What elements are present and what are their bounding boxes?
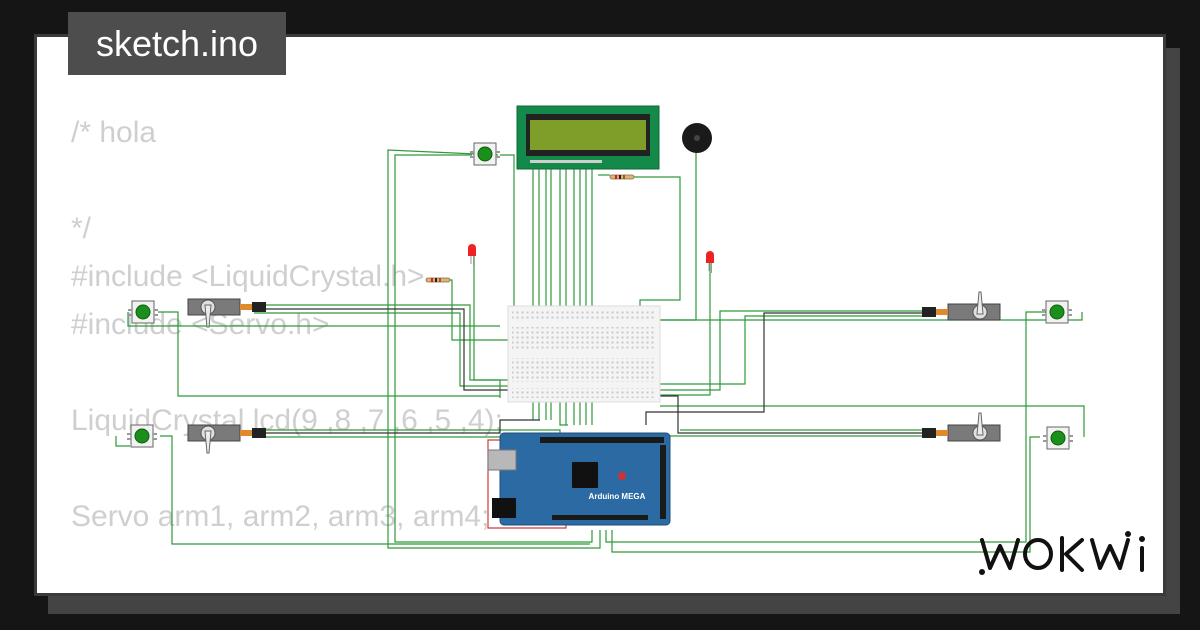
lcd-icon[interactable] bbox=[516, 105, 660, 170]
arduino-mega-board[interactable]: Arduino MEGA bbox=[487, 432, 671, 526]
pushbutton-icon[interactable] bbox=[126, 424, 158, 448]
resistor-icon bbox=[425, 277, 451, 283]
wokwi-logo bbox=[979, 531, 1145, 575]
board-label: Arduino MEGA bbox=[589, 492, 646, 501]
buzzer-icon[interactable] bbox=[682, 123, 712, 153]
code-line: */ bbox=[71, 212, 92, 245]
dark-wires bbox=[254, 308, 930, 434]
code-line: Servo arm1, arm2, arm3, arm4; bbox=[71, 500, 490, 533]
servo-icon[interactable] bbox=[921, 291, 1001, 321]
pushbutton-icon[interactable] bbox=[127, 300, 159, 324]
pushbutton-icon[interactable] bbox=[469, 142, 501, 166]
code-line: LiquidCrystal lcd(9 ,8 ,7 ,6 ,5 ,4); bbox=[71, 404, 503, 437]
code-line: #include <LiquidCrystal.h> bbox=[71, 260, 425, 293]
code-line: /* hola bbox=[71, 116, 157, 149]
pushbutton-icon[interactable] bbox=[1042, 426, 1074, 450]
led-icon[interactable] bbox=[468, 244, 476, 266]
servo-icon[interactable] bbox=[187, 424, 267, 454]
breadboard[interactable] bbox=[507, 305, 661, 403]
servo-icon[interactable] bbox=[921, 412, 1001, 442]
pushbutton-icon[interactable] bbox=[1041, 300, 1073, 324]
file-tab[interactable]: sketch.ino bbox=[68, 12, 286, 75]
resistor-icon bbox=[609, 174, 635, 180]
